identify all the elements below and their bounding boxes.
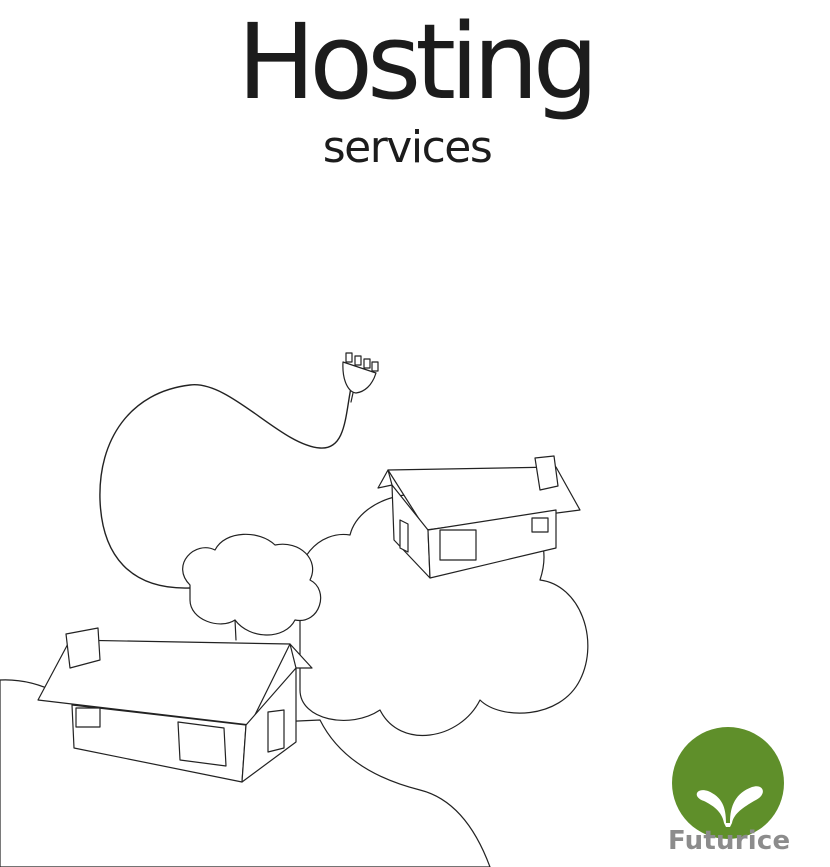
futurice-logo	[672, 727, 784, 839]
page-title: Hosting	[237, 1, 599, 123]
power-cable	[99, 377, 354, 589]
house-icon-upper	[377, 455, 581, 579]
power-plug-icon	[342, 352, 379, 403]
page-subtitle: services	[322, 122, 493, 173]
logo-circle	[672, 727, 784, 839]
logo-wordmark: Futurice	[668, 826, 791, 856]
leaf-sprout-icon	[696, 786, 763, 827]
small-cloud	[182, 533, 322, 636]
house-icon-lower	[37, 627, 313, 783]
